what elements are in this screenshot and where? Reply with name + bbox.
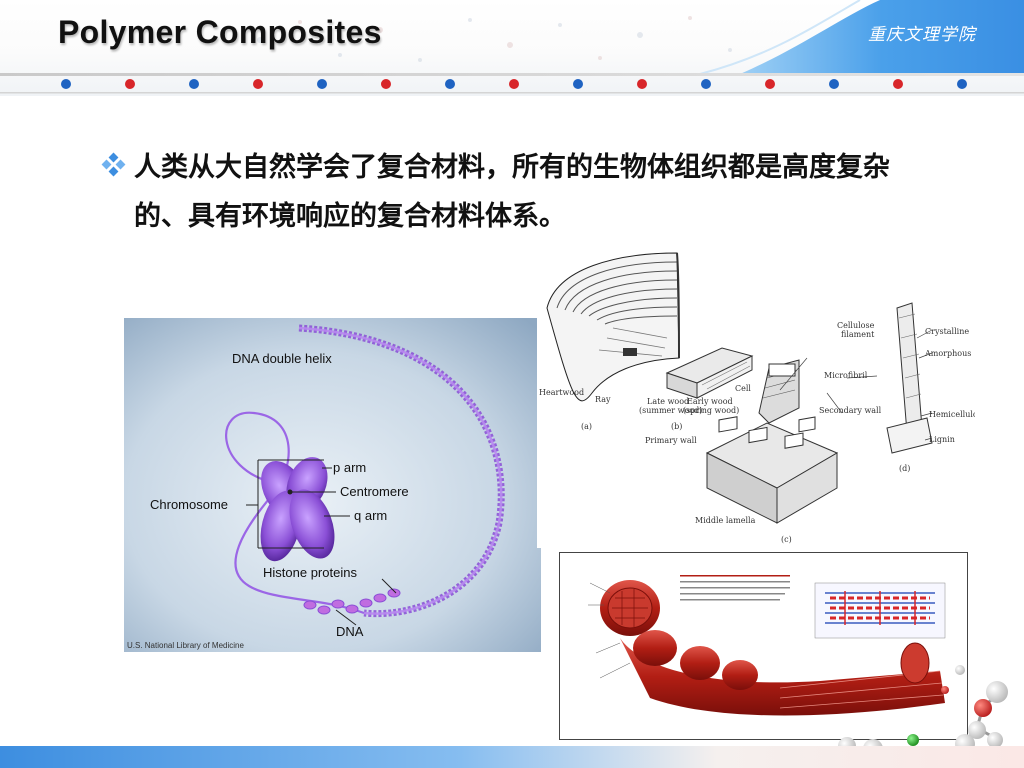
label-primary-wall: Primary wall [645,436,697,445]
chromosome-shape [260,457,335,562]
label-early-wood: Early wood [687,397,733,406]
slide-title: Polymer Composites [58,14,382,50]
header-dot-row [61,79,967,89]
label-panel-b: (b) [671,422,682,431]
label-microfibril: Microfibril [824,371,868,380]
label-late-wood-sub: (summer wood) [639,406,702,415]
label-panel-d: (d) [899,464,910,473]
bullet-text: 人类从大自然学会了复合材料，所有的生物体组织都是高度复杂的、具有环境响应的复合材… [134,152,890,232]
wood-trunk-drawing [546,252,680,402]
label-amorphous: Amorphous [924,349,971,358]
wood-structure-figure: Heartwood Ray Late wood (summer wood) Ea… [537,248,975,548]
label-dna: DNA [336,624,364,639]
chromosome-figure: DNA double helix p arm Centromere Chromo… [124,318,541,652]
label-panel-c: (c) [781,535,792,544]
label-lignin: Lignin [929,435,955,444]
label-cellulose-2: filament [841,330,875,339]
label-secondary-wall: Secondary wall [819,406,882,415]
label-p-arm: p arm [333,460,366,475]
school-name: 重庆文理学院 [868,25,976,45]
label-hemicellulose: Hemicellulo [929,410,975,419]
label-centromere: Centromere [340,484,409,499]
label-heartwood: Heartwood [539,388,584,397]
label-late-wood: Late wood [647,397,689,406]
molecule-decoration [838,665,1008,759]
wood-cells-drawing [705,359,839,524]
figure-credit: U.S. National Library of Medicine [127,641,244,650]
label-histone-proteins: Histone proteins [263,565,357,580]
label-panel-a: (a) [581,422,592,431]
label-middle-lamella: Middle lamella [695,516,756,525]
wood-block-drawing [665,347,754,399]
slide-header [0,0,1024,96]
muscle-structure-figure [559,552,968,740]
label-cell: Cell [735,384,751,393]
header-swoosh [740,0,1024,74]
label-crystalline: Crystalline [925,327,969,336]
header-decoration [0,0,1024,94]
label-ray: Ray [595,395,611,404]
sarcomere-diagram [814,582,946,639]
label-dna-double-helix: DNA double helix [232,351,332,366]
cellulose-column-drawing [886,302,933,454]
label-q-arm: q arm [354,508,387,523]
label-chromosome: Chromosome [150,497,228,512]
label-early-wood-sub: (spring wood) [683,406,739,415]
label-cellulose-1: Cellulose [837,321,875,330]
slide-footer-bar [0,746,1024,768]
diamond-bullet-icon [101,152,126,177]
